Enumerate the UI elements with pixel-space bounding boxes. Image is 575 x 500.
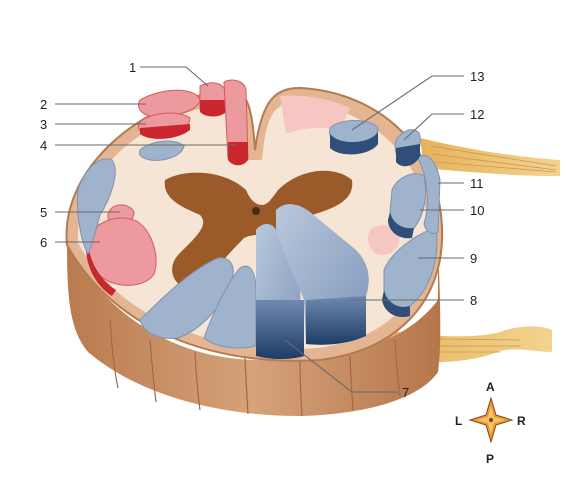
label-10: 10: [470, 203, 484, 218]
compass-right: R: [517, 414, 526, 428]
motor-tract-small-posterior-left: [139, 140, 185, 161]
label-3: 3: [40, 117, 47, 132]
tract-9-rubrospinal: [382, 227, 438, 318]
label-2: 2: [40, 97, 47, 112]
label-4: 4: [40, 138, 47, 153]
label-12: 12: [470, 107, 484, 122]
leader-lines: [55, 66, 464, 393]
compass-left: L: [455, 414, 462, 428]
tract-6-anterior-spinocerebellar: [86, 217, 157, 296]
tract-2-fasciculus-cuneatus: [137, 89, 201, 117]
sensory-region-right-posterior: [280, 95, 350, 134]
compass-posterior: P: [486, 452, 494, 466]
label-5: 5: [40, 205, 47, 220]
label-6: 6: [40, 235, 47, 250]
sensory-region-right-lateral: [368, 225, 400, 256]
cord-cylinder-side: [67, 240, 441, 416]
central-canal: [252, 207, 260, 215]
tract-7-anterior-corticospinal: [256, 224, 304, 359]
cord-segment-grooves: [109, 319, 401, 417]
motor-tract-left-lateral: [77, 158, 116, 256]
tract-11-tectospinal: [417, 154, 441, 235]
tract-1-fasciculus-gracilis: [199, 82, 227, 117]
tract-10-lateral-corticospinal: [388, 173, 427, 239]
label-1: 1: [129, 60, 136, 75]
tract-13-posterior-motor: [329, 120, 379, 155]
motor-tract-left-anterior-b: [203, 265, 257, 349]
nerve-root-upper: [420, 138, 560, 176]
label-8: 8: [470, 293, 477, 308]
label-13: 13: [470, 69, 484, 84]
label-11: 11: [470, 176, 484, 191]
tract-4-dorsal-column: [223, 79, 249, 166]
label-9: 9: [470, 251, 477, 266]
compass-anterior: A: [486, 380, 495, 394]
tract-12-reticulospinal: [394, 129, 421, 167]
label-7: 7: [402, 385, 409, 400]
tract-8-vestibulospinal: [276, 204, 369, 345]
tract-3-posterior-spinocerebellar: [137, 112, 191, 139]
compass-rose: A P L R: [455, 380, 526, 466]
